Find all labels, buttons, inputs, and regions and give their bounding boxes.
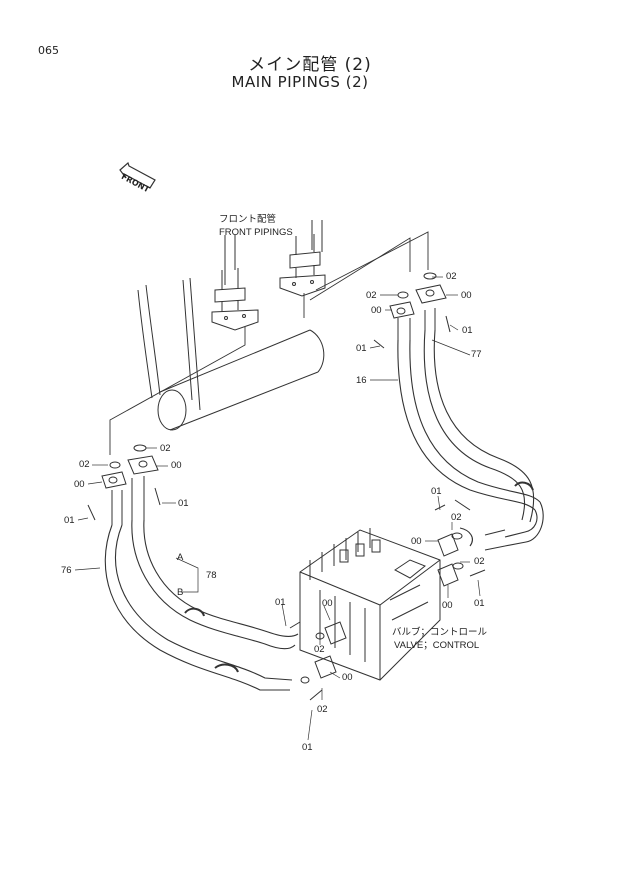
- callout-01: 01: [462, 325, 473, 336]
- callout-01: 01: [474, 598, 485, 609]
- hose-76: [104, 524, 293, 691]
- callout-76: 76: [61, 565, 72, 576]
- hose-77: [423, 329, 535, 523]
- callout-02: 02: [160, 443, 171, 454]
- valve-fittings: [289, 499, 486, 701]
- page-number: 065: [38, 44, 59, 57]
- callout-16: 16: [356, 375, 367, 386]
- callout-02: 02: [317, 704, 328, 715]
- callout-01: 01: [64, 515, 75, 526]
- valve-control-label: VALVE；CONTROL: [394, 640, 480, 651]
- front-pipings-leaders: [109, 231, 429, 455]
- callout-01: 01: [431, 486, 442, 497]
- callout-00: 00: [171, 460, 182, 471]
- callout-00: 00: [74, 479, 85, 490]
- callout-01: 01: [178, 498, 189, 509]
- page-title: MAIN PIPINGS (2): [231, 73, 369, 91]
- callout-78: 78: [206, 570, 217, 581]
- callout-leaders: [74, 276, 481, 741]
- callout-b: B: [177, 587, 184, 598]
- callout-77: 77: [471, 349, 482, 360]
- valve-control-label-jp: バルブ；コントロール: [392, 627, 488, 638]
- hose-right-lower-ends: [459, 501, 544, 551]
- callout-00: 00: [322, 598, 333, 609]
- control-valve: [299, 528, 441, 681]
- callout-01: 01: [302, 742, 313, 753]
- callout-00: 00: [461, 290, 472, 301]
- pipe-bracket-left: [211, 268, 259, 331]
- callout-a: A: [177, 552, 184, 563]
- boom-frame: [137, 220, 323, 411]
- callout-02: 02: [446, 271, 457, 282]
- callout-02: 02: [366, 290, 377, 301]
- upper-right-fittings: [373, 272, 451, 349]
- upper-left-fittings: [87, 444, 161, 525]
- callout-02: 02: [314, 644, 325, 655]
- page-title-japanese: メイン配管 (2): [248, 55, 372, 75]
- boom-cylinder: [157, 329, 325, 431]
- hose-78: [131, 519, 299, 650]
- callout-00: 00: [411, 536, 422, 547]
- callout-02: 02: [451, 512, 462, 523]
- callout-00: 00: [371, 305, 382, 316]
- front-arrow-icon: [119, 161, 156, 189]
- pipe-bracket-right: [279, 234, 326, 297]
- callout-02: 02: [474, 556, 485, 567]
- front-pipings-label-jp: フロント配管: [219, 214, 277, 225]
- callout-01: 01: [356, 343, 367, 354]
- callout-01: 01: [275, 597, 286, 608]
- callout-02: 02: [79, 459, 90, 470]
- callout-00: 00: [342, 672, 353, 683]
- callout-00: 00: [442, 600, 453, 611]
- front-pipings-label: FRONT PIPINGS: [219, 227, 293, 238]
